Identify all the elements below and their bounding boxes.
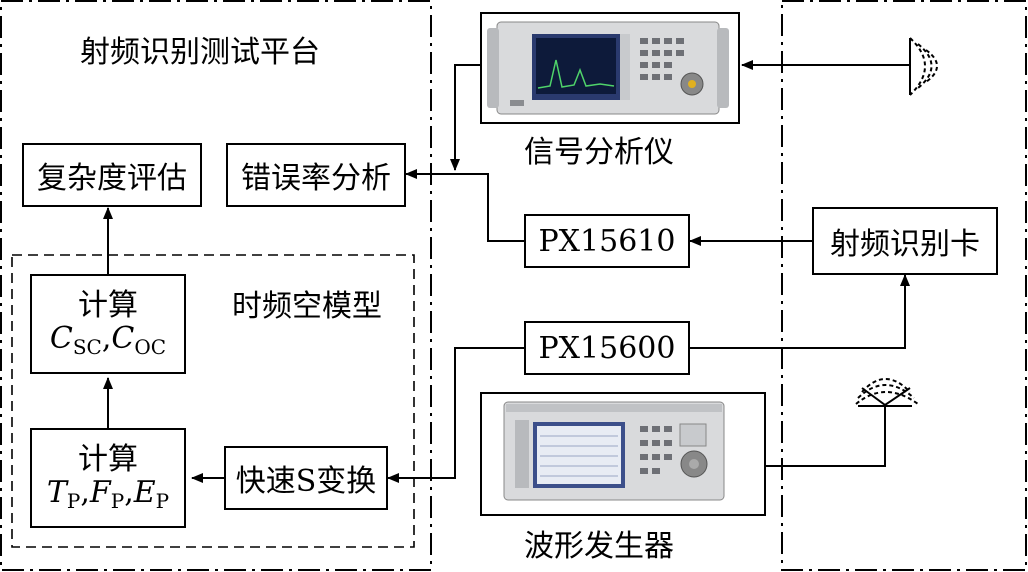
signal-analyzer-image (487, 21, 729, 115)
calc-top-label: 计算 (78, 287, 138, 323)
calc-tfe-block: 计算 TP,FP,EP (30, 428, 186, 528)
transmit-antenna-icon (855, 378, 919, 425)
px15610-block: PX15610 (524, 214, 690, 268)
waveform-generator-frame (480, 392, 766, 516)
calc-complexity-block: 计算 CSC,COC (30, 274, 186, 374)
fast-s-transform-block: 快速S变换 (224, 446, 388, 510)
antenna-region-boundary (781, 0, 1027, 571)
px15600-to-fst-arrow (387, 347, 524, 483)
receive-antenna-icon (888, 37, 938, 96)
analyzer-to-ber-arrow (450, 64, 480, 171)
px15600-to-card-arrow (690, 274, 910, 349)
signal-analyzer-frame (480, 12, 740, 124)
error-rate-analysis-block: 错误率分析 (226, 143, 406, 207)
px15600-block: PX15600 (524, 321, 690, 375)
model-title: 时频空模型 (232, 289, 382, 324)
signal-analyzer-label: 信号分析仪 (524, 135, 674, 170)
platform-boundary (0, 0, 432, 571)
px15610-to-ber-arrow (405, 169, 524, 242)
waveform-generator-label: 波形发生器 (524, 529, 674, 564)
platform-title: 射频识别测试平台 (80, 35, 320, 70)
calc-top-formula: CSC,COC (49, 321, 167, 360)
model-boundary (11, 254, 415, 548)
rfid-card-block: 射频识别卡 (812, 207, 998, 275)
calc-bottom-label: 计算 (78, 441, 138, 477)
complexity-evaluation-block: 复杂度评估 (22, 143, 202, 207)
waveform-generator-image (503, 401, 725, 501)
generator-to-antenna-line (766, 425, 886, 467)
calc-bottom-formula: TP,FP,EP (46, 475, 170, 514)
